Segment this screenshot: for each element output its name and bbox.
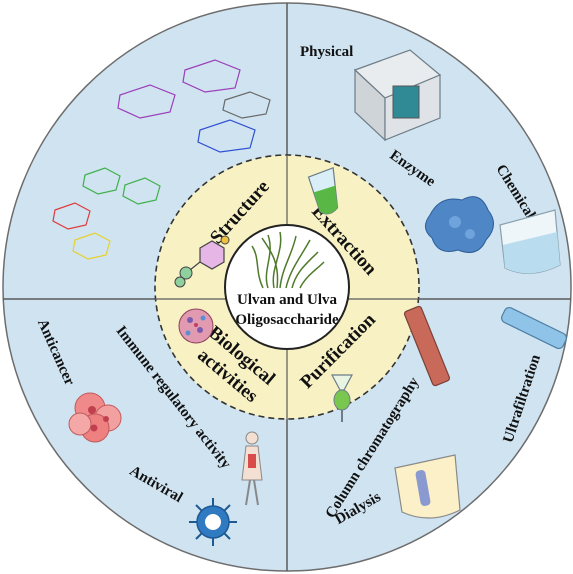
centrifuge-tube-icon [501, 306, 567, 350]
center-title-line1: Ulvan and Ulva [237, 292, 338, 308]
separatory-funnel-icon [331, 374, 353, 422]
beaker-icon [307, 166, 339, 215]
dialysis-beaker-icon [394, 454, 461, 519]
flask-icon [499, 209, 561, 274]
center-title-line2: Oligosaccharide [235, 312, 339, 328]
enzyme-icon [425, 196, 494, 253]
sugar-structure-icon [52, 59, 271, 260]
freeze-dryer-icon [353, 49, 442, 142]
label-physical: Physical [300, 44, 353, 60]
seaweed-icon [251, 231, 325, 289]
human-body-icon [241, 431, 263, 506]
cell-icon [178, 308, 214, 344]
molecule-icon [174, 235, 230, 288]
column-tube-icon [403, 305, 451, 387]
cancer-cells-icon [68, 392, 122, 443]
virus-icon [189, 498, 237, 546]
